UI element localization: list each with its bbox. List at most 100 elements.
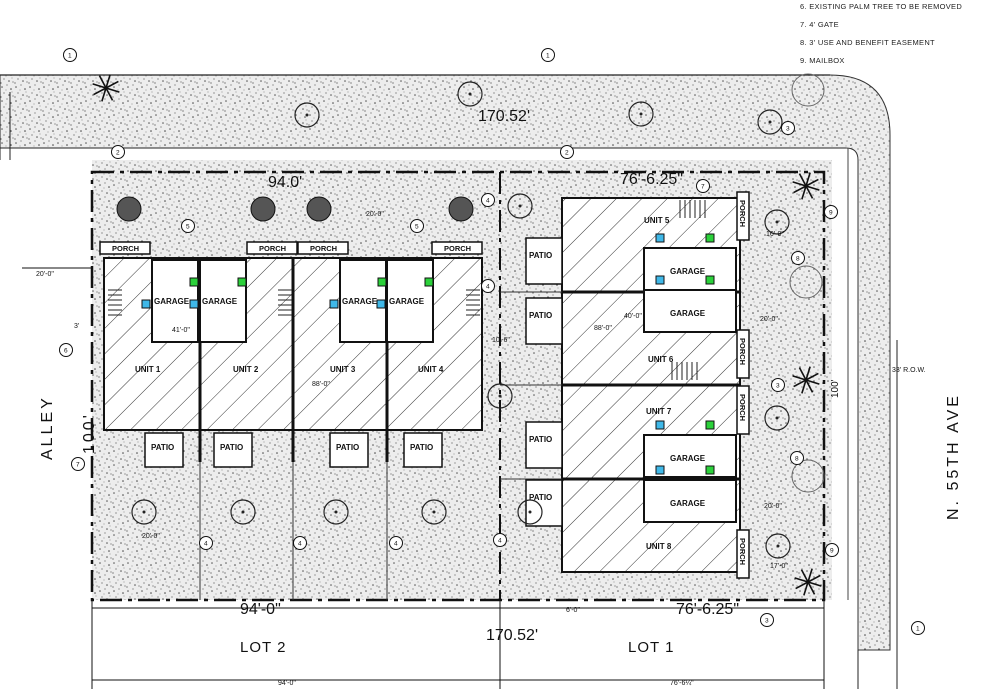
east-garage-8 (643, 479, 737, 523)
callout-circle-21 (824, 205, 838, 219)
unit-2-label: UNIT 2 (233, 365, 259, 374)
callout-text-2: 1 (916, 626, 920, 633)
callout-text-21: 9 (829, 210, 833, 217)
west-porch-1 (99, 241, 151, 255)
callout-circle-17 (71, 457, 85, 471)
tree-center-5 (334, 510, 338, 514)
west-garage-meter-4 (424, 277, 434, 287)
east-porch-label-6: PORCH (738, 338, 747, 365)
callout-text-9: 4 (486, 284, 490, 291)
west-porch-label-3: PORCH (310, 244, 337, 253)
east-patio-5 (525, 237, 563, 285)
palm-2-frond-2 (801, 379, 807, 394)
note-7: 7. 4' GATE (800, 20, 839, 29)
tree-8 (764, 209, 790, 235)
tree-2 (507, 193, 533, 219)
note-8: 8. 3' USE AND BENEFIT EASEMENT (800, 38, 935, 47)
callout-circle-3 (111, 145, 125, 159)
existing-tree-1 (250, 196, 276, 222)
callout-text-18: 7 (701, 184, 705, 191)
west-garage-4 (386, 259, 434, 343)
unit-3-label: UNIT 3 (330, 365, 356, 374)
unit-4-label: UNIT 4 (418, 365, 444, 374)
west-patio-3 (329, 432, 369, 468)
palm-3-frond-2 (803, 581, 809, 596)
east-patio-label-7: PATIO (529, 435, 552, 444)
east-south-gap-dim: 17'-0" (770, 563, 788, 570)
tree-10 (765, 533, 791, 559)
callout-circle-2 (911, 621, 925, 635)
palm-2-frond-1 (805, 379, 814, 393)
tree-center-4 (432, 510, 436, 514)
palm-0-frond-5 (98, 75, 107, 89)
tree-center-8 (775, 220, 779, 224)
top-total-dim: 170.52' (478, 108, 530, 125)
east-porch-label-7: PORCH (738, 394, 747, 421)
callout-circle-15 (410, 219, 424, 233)
palm-1-frond-0 (805, 185, 820, 191)
callout-text-4: 2 (565, 150, 569, 157)
note-6: 6. EXISTING PALM TREE TO BE REMOVED (800, 2, 963, 11)
callout-text-11: 4 (298, 541, 302, 548)
east-porch-8 (736, 529, 750, 579)
east-porch-7 (736, 385, 750, 435)
lot-1-label: LOT 1 (628, 639, 674, 656)
palm-2-frond-7 (805, 372, 819, 381)
west-garage-meter-1 (189, 277, 199, 287)
tree-center-10 (776, 544, 780, 548)
unit-1-label: UNIT 1 (135, 365, 161, 374)
east-bldg-depth-dim: 40'-0" (624, 313, 642, 320)
palm-3-frond-3 (795, 581, 809, 590)
east-garage-meter-7 (705, 420, 715, 430)
west-porch-label-2: PORCH (259, 244, 286, 253)
west-garage-fixture-3 (329, 299, 339, 309)
palm-0-frond-1 (105, 87, 114, 101)
east-garage-meter-5 (705, 233, 715, 243)
tree-center-11 (639, 112, 643, 116)
west-bottom-strip-dim: 94'-0" (278, 680, 296, 687)
callout-text-15: 5 (415, 224, 419, 231)
row-label: 33' R.O.W. (892, 367, 926, 374)
tree-4 (421, 499, 447, 525)
palm-1-frond-4 (792, 181, 807, 187)
callout-circle-16 (59, 343, 73, 357)
west-patio-2 (213, 432, 253, 468)
east-garage-label-6: GARAGE (670, 309, 706, 318)
east-garage-fixture-5 (655, 233, 665, 243)
tree-9 (764, 405, 790, 431)
tree-center-2 (518, 204, 522, 208)
east-bottom-dim: 76'-6.25" (676, 601, 739, 618)
unit-8-label: UNIT 8 (646, 542, 672, 551)
trees (116, 73, 825, 559)
west-patio-1 (144, 432, 184, 468)
palm-1-frond-3 (793, 185, 807, 194)
callout-text-7: 3 (765, 618, 769, 625)
property-line (90, 170, 826, 602)
west-garage-fixture-4 (376, 299, 386, 309)
callout-circle-10 (199, 536, 213, 550)
west-porch-4 (431, 241, 483, 255)
palm-2-frond-5 (798, 367, 807, 381)
tree-7 (131, 499, 157, 525)
tree-1 (457, 81, 483, 107)
west-garage-label-2: GARAGE (202, 297, 238, 306)
west-bldg-depth-dim: 41'-0" (172, 327, 190, 334)
callout-circle-5 (781, 121, 795, 135)
east-bldg-width-dim: 88'-0" (594, 325, 612, 332)
callout-circle-0 (63, 48, 77, 62)
setback-top-dim: 20'-0" (366, 211, 384, 218)
east-patio-7 (525, 421, 563, 469)
callout-circle-12 (389, 536, 403, 550)
tree-12 (517, 499, 543, 525)
south-west-dim: 20'-0" (142, 533, 160, 540)
tree-center-6 (241, 510, 245, 514)
east-bottom-strip-dim: 76'-6¼" (670, 680, 694, 687)
west-garage-2 (199, 259, 247, 343)
tree-center-12 (528, 510, 532, 514)
notes-legend: 6. EXISTING PALM TREE TO BE REMOVED 7. 4… (800, 2, 996, 74)
callout-text-10: 4 (204, 541, 208, 548)
east-garage-fixture-8 (655, 465, 665, 475)
east-garage-label-8: GARAGE (670, 499, 706, 508)
